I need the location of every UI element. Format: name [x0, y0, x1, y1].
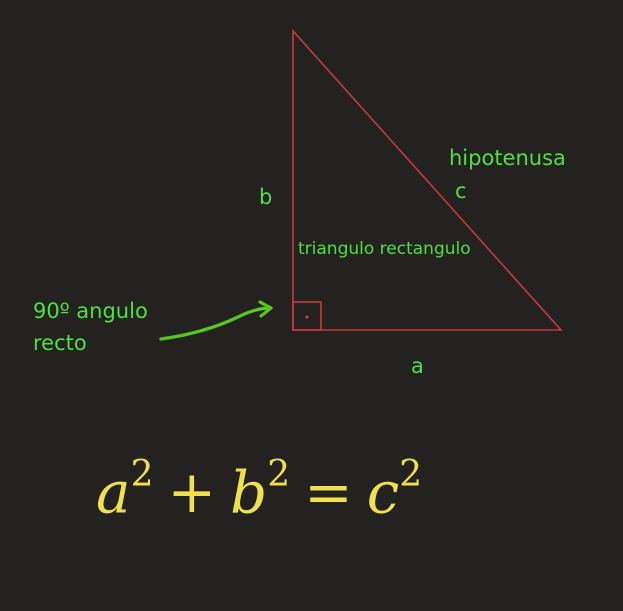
triangle-name-label: triangulo rectangulo [298, 239, 471, 259]
right-angle-marker [292, 301, 322, 331]
formula-c: c [366, 458, 400, 527]
right-triangle [292, 28, 563, 331]
formula-plus: + [167, 458, 217, 527]
right-angle-label: 90º angulo recto [33, 299, 148, 355]
formula-exponent-a: 2 [130, 454, 154, 495]
formula-b: b [230, 458, 268, 527]
formula-equals: = [304, 458, 353, 527]
arrow-shaft [159, 306, 273, 341]
formula-a: a [96, 458, 131, 527]
arrow-head [258, 300, 273, 318]
formula-exponent-b: 2 [267, 454, 291, 495]
hypotenuse-label: hipotenusa [449, 146, 566, 170]
formula-exponent-c: 2 [399, 454, 423, 495]
right-angle-dot [305, 315, 309, 319]
pythagorean-formula: a2+b2=c2 [96, 457, 422, 522]
side-c-label: c [455, 179, 467, 203]
side-a-label: a [411, 354, 424, 378]
side-b-label: b [259, 185, 273, 209]
